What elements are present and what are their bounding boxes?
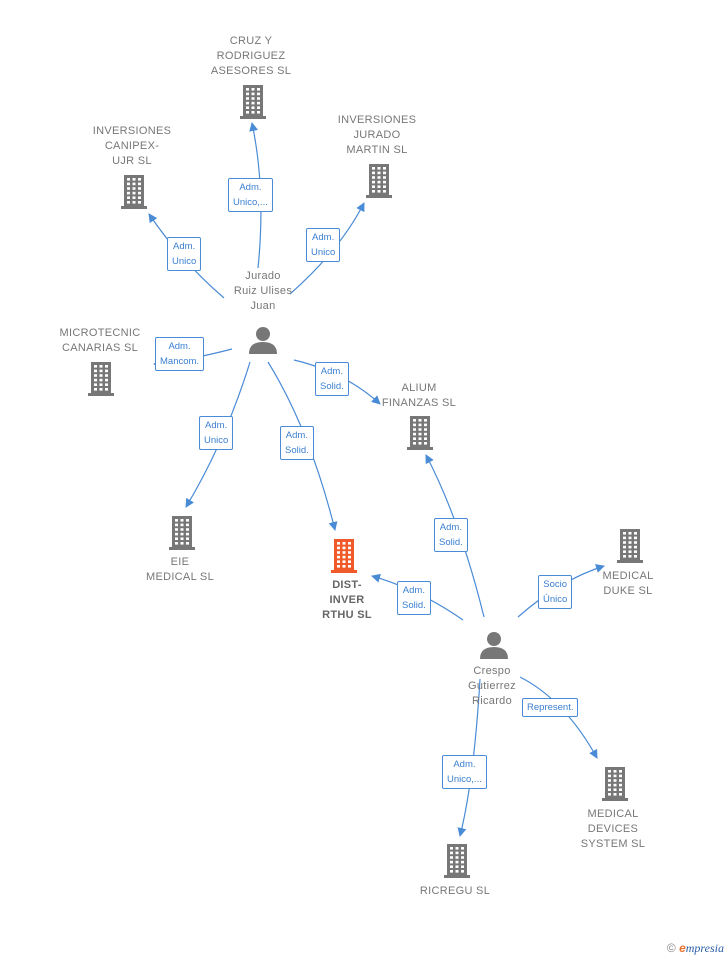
edge-label-jurado-dist[interactable]: Adm. Solid. bbox=[280, 426, 314, 460]
node-label-jurado[interactable]: Jurado Ruiz Ulises Juan bbox=[233, 270, 293, 312]
edge-label-jurado-jurado_martin[interactable]: Adm. Unico bbox=[306, 228, 341, 262]
edge-label-crespo-medical_duke[interactable]: Socio Único bbox=[538, 575, 573, 609]
edge-label-jurado-alium[interactable]: Adm. Solid. bbox=[315, 362, 349, 396]
building-icon[interactable] bbox=[88, 362, 114, 396]
person-icon[interactable] bbox=[480, 632, 508, 659]
building-icon[interactable] bbox=[366, 164, 392, 198]
building-icon[interactable] bbox=[121, 175, 147, 209]
node-label-alium[interactable]: ALIUM FINANZAS SL bbox=[381, 382, 457, 409]
node-label-microtecnic[interactable]: MICROTECNIC CANARIAS SL bbox=[59, 327, 141, 354]
building-icon[interactable] bbox=[617, 529, 643, 563]
building-icon[interactable] bbox=[331, 539, 357, 573]
node-label-crespo[interactable]: Crespo Gutierrez Ricardo bbox=[468, 665, 516, 707]
node-label-medical-devices[interactable]: MEDICAL DEVICES SYSTEM SL bbox=[580, 808, 646, 850]
edge-label-crespo-alium[interactable]: Adm. Solid. bbox=[434, 518, 468, 552]
building-icon[interactable] bbox=[444, 844, 470, 878]
brand-name: mpresia bbox=[685, 941, 724, 955]
node-label-cruz[interactable]: CRUZ Y RODRIGUEZ ASESORES SL bbox=[210, 35, 292, 77]
node-label-dist[interactable]: DIST- INVER RTHU SL bbox=[322, 579, 372, 621]
node-label-jurado-martin[interactable]: INVERSIONES JURADO MARTIN SL bbox=[337, 114, 417, 156]
building-icon[interactable] bbox=[169, 516, 195, 550]
edge-label-jurado-cruz[interactable]: Adm. Unico,... bbox=[228, 178, 273, 212]
building-icon[interactable] bbox=[407, 416, 433, 450]
node-label-medical-duke[interactable]: MEDICAL DUKE SL bbox=[602, 570, 654, 597]
node-label-ricregu[interactable]: RICREGU SL bbox=[419, 885, 491, 897]
edge-label-crespo-ricregu[interactable]: Adm. Unico,... bbox=[442, 755, 487, 789]
person-icon[interactable] bbox=[249, 327, 277, 354]
brand-initial: e bbox=[679, 941, 686, 955]
building-icon[interactable] bbox=[602, 767, 628, 801]
edge-label-jurado-microtecnic[interactable]: Adm. Mancom. bbox=[155, 337, 205, 371]
edge-label-crespo-dist[interactable]: Adm. Solid. bbox=[397, 581, 431, 615]
copyright-icon: © bbox=[666, 941, 676, 955]
node-label-eie[interactable]: EIE MEDICAL SL bbox=[145, 556, 214, 583]
edge-label-jurado-canipex[interactable]: Adm. Unico bbox=[167, 237, 202, 271]
node-label-canipex[interactable]: INVERSIONES CANIPEX- UJR SL bbox=[92, 125, 172, 167]
edge-label-jurado-eie[interactable]: Adm. Unico bbox=[199, 416, 234, 450]
building-icon[interactable] bbox=[240, 85, 266, 119]
edge-label-crespo-medical_devices[interactable]: Represent. bbox=[522, 698, 579, 717]
footer-brand[interactable]: © empresia bbox=[667, 941, 724, 956]
